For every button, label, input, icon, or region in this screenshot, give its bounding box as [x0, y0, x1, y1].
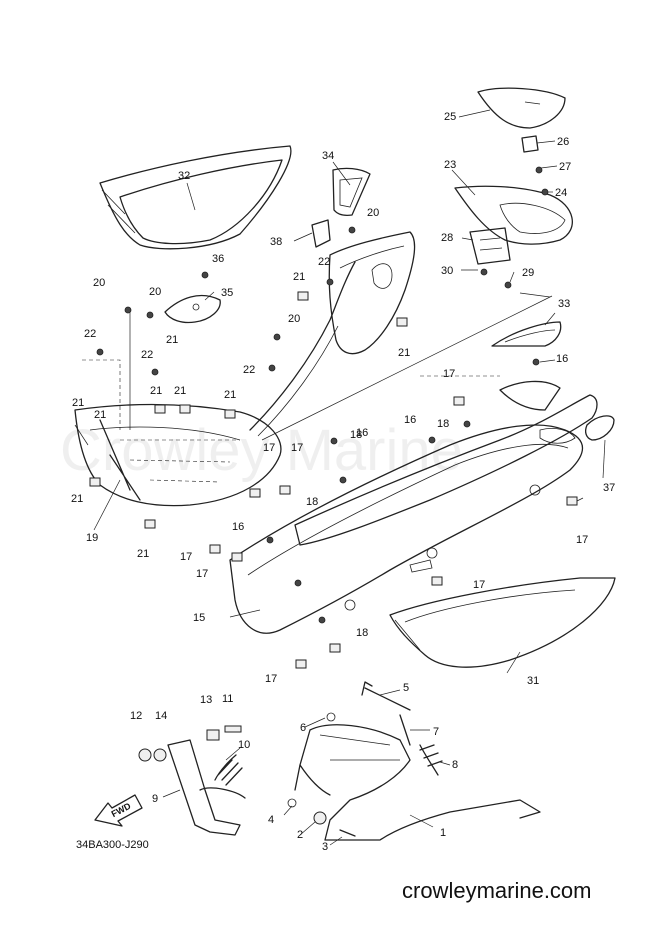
callout-31: 31: [527, 675, 539, 687]
part-1-main-stand: [294, 724, 541, 841]
fastener-marks: [89, 166, 578, 669]
part-33-cover: [491, 321, 562, 347]
callout-22b: 22: [141, 349, 153, 361]
callout-29: 29: [522, 267, 534, 279]
callout-27: 27: [559, 161, 571, 173]
callout-18a: 18: [350, 429, 362, 441]
callouts: 1 2 3 4 5 6 7 8 9 10 11 12 13 14 15 16 1…: [71, 111, 615, 853]
callout-1: 1: [440, 827, 446, 839]
callout-17d: 17: [180, 551, 192, 563]
watermark: Crowley Marine: [60, 418, 463, 483]
callout-19: 19: [86, 532, 98, 544]
part-26-latch: [521, 135, 539, 153]
callout-20d: 20: [367, 207, 379, 219]
callout-16a: 16: [556, 353, 568, 365]
part-32-front-cover: [99, 145, 292, 250]
callout-12: 12: [130, 710, 142, 722]
website-label: crowleymarine.com: [402, 878, 592, 903]
callout-21g: 21: [166, 334, 178, 346]
callout-21d: 21: [137, 548, 149, 560]
callout-16c: 16: [356, 427, 368, 439]
callout-37: 37: [603, 482, 615, 494]
callout-17h: 17: [265, 673, 277, 685]
callout-34: 34: [322, 150, 334, 162]
callout-22a: 22: [84, 328, 96, 340]
callout-7: 7: [433, 726, 439, 738]
callout-18b: 18: [437, 418, 449, 430]
callout-20b: 20: [149, 286, 161, 298]
callout-4: 4: [268, 814, 274, 826]
callout-22c: 22: [243, 364, 255, 376]
callout-21b: 21: [94, 409, 106, 421]
callout-17b: 17: [263, 442, 275, 454]
fwd-arrow-icon: FWD: [94, 794, 143, 827]
callout-32: 32: [178, 170, 190, 182]
center-frame-cover: [249, 231, 416, 437]
callout-2: 2: [297, 829, 303, 841]
callout-11: 11: [222, 693, 233, 705]
callout-17c: 17: [291, 442, 303, 454]
part-7-spring: [399, 714, 411, 746]
callout-28: 28: [441, 232, 453, 244]
callout-25: 25: [444, 111, 456, 123]
callout-6: 6: [300, 722, 306, 734]
callout-21f: 21: [174, 385, 186, 397]
parts-2-4-6-hardware: [287, 712, 356, 837]
part-25-lid: [477, 87, 566, 129]
part-15-floor-board: [229, 424, 584, 634]
callout-21a: 21: [72, 397, 84, 409]
callout-17f: 17: [576, 534, 588, 546]
part-35-cover: [164, 294, 221, 324]
part-28-hinge: [469, 227, 511, 265]
fwd-label: FWD: [110, 800, 133, 819]
callout-33: 33: [558, 298, 570, 310]
callout-9: 9: [152, 793, 158, 805]
callout-14: 14: [155, 710, 167, 722]
callout-38: 38: [270, 236, 282, 248]
callout-17g: 17: [473, 579, 485, 591]
callout-16d: 16: [232, 521, 244, 533]
callout-13: 13: [200, 694, 212, 706]
callout-21j: 21: [398, 347, 410, 359]
part-37-reflector: [585, 415, 615, 441]
callout-3: 3: [322, 841, 328, 853]
part-38-clip: [311, 219, 331, 248]
callout-18d: 18: [356, 627, 368, 639]
part-10-spring: [214, 754, 243, 786]
callout-21e: 21: [150, 385, 162, 397]
part-31-side-cover: [389, 577, 616, 668]
callout-16b: 16: [404, 414, 416, 426]
callout-5: 5: [403, 682, 409, 694]
part-23-tray: [454, 185, 573, 245]
part-9-side-stand: [167, 739, 246, 836]
part-34-bracket: [332, 167, 371, 216]
callout-36: 36: [212, 253, 224, 265]
callout-22d: 22: [318, 256, 330, 268]
parts-11-14-fasteners: [138, 725, 242, 762]
callout-15: 15: [193, 612, 205, 624]
callout-20a: 20: [93, 277, 105, 289]
callout-21i: 21: [293, 271, 305, 283]
part-5-bolt: [361, 681, 411, 711]
leader-lines: [74, 109, 606, 846]
callout-8: 8: [452, 759, 458, 771]
callout-21h: 21: [224, 389, 236, 401]
diagram-code: 34BA300-J290: [76, 839, 149, 851]
callout-21c: 21: [71, 493, 83, 505]
callout-23: 23: [444, 159, 456, 171]
callout-26: 26: [557, 136, 569, 148]
callout-17e: 17: [196, 568, 208, 580]
part-8-spring: [419, 744, 443, 776]
under-cover: [294, 380, 598, 546]
callout-10: 10: [238, 739, 250, 751]
callout-18c: 18: [306, 496, 318, 508]
callout-35: 35: [221, 287, 233, 299]
callout-30: 30: [441, 265, 453, 277]
callout-17a: 17: [443, 368, 455, 380]
callout-20c: 20: [288, 313, 300, 325]
callout-24: 24: [555, 187, 567, 199]
